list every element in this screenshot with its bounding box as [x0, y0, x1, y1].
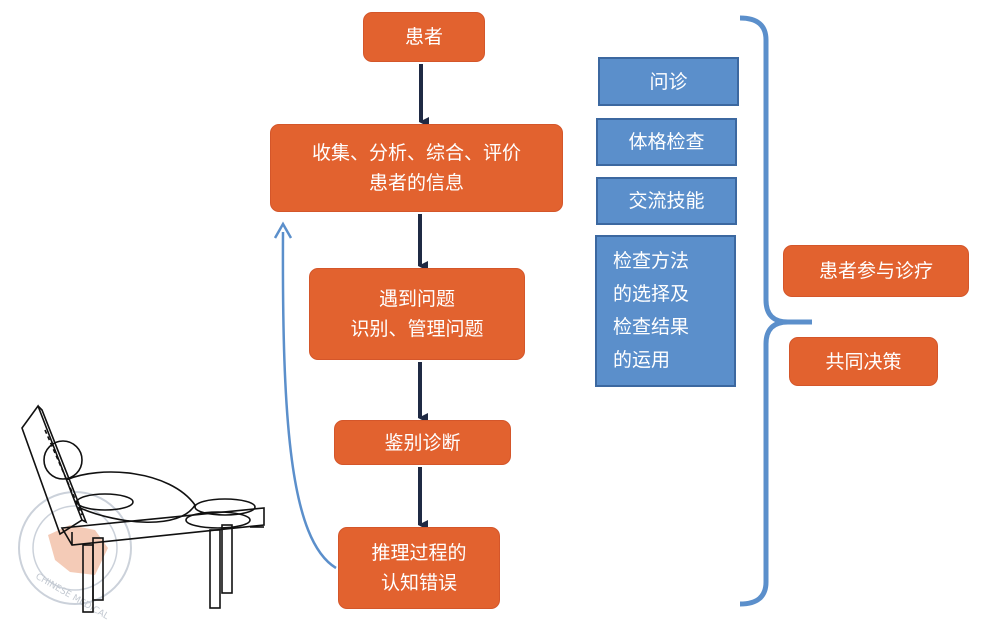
- step-collect-info: 收集、分析、综合、评价 患者的信息: [270, 124, 563, 212]
- step-cognitive-errors: 推理过程的 认知错误: [338, 527, 500, 609]
- skill-history-taking: 问诊: [598, 57, 739, 106]
- skill-communication: 交流技能: [596, 177, 737, 225]
- step-patient: 患者: [363, 12, 485, 62]
- step-identify-problem: 遇到问题 识别、管理问题: [309, 268, 525, 360]
- feedback-arrowhead: [273, 221, 293, 239]
- bracket: [739, 15, 812, 607]
- outcome-patient-participation: 患者参与诊疗: [783, 245, 969, 297]
- flow-arrows: [418, 64, 429, 530]
- step-differential-diagnosis: 鉴别诊断: [334, 420, 511, 465]
- skill-test-selection: 检查方法 的选择及 检查结果 的运用: [595, 235, 736, 387]
- feedback-arrow: [281, 231, 337, 570]
- watermark-logo: CHINESE MEDICAL: [18, 491, 132, 622]
- svg-text:CHINESE MEDICAL: CHINESE MEDICAL: [34, 572, 111, 622]
- skill-physical-exam: 体格检查: [596, 118, 737, 166]
- outcome-shared-decision: 共同决策: [789, 337, 938, 386]
- patient-bed-illustration: [21, 404, 265, 613]
